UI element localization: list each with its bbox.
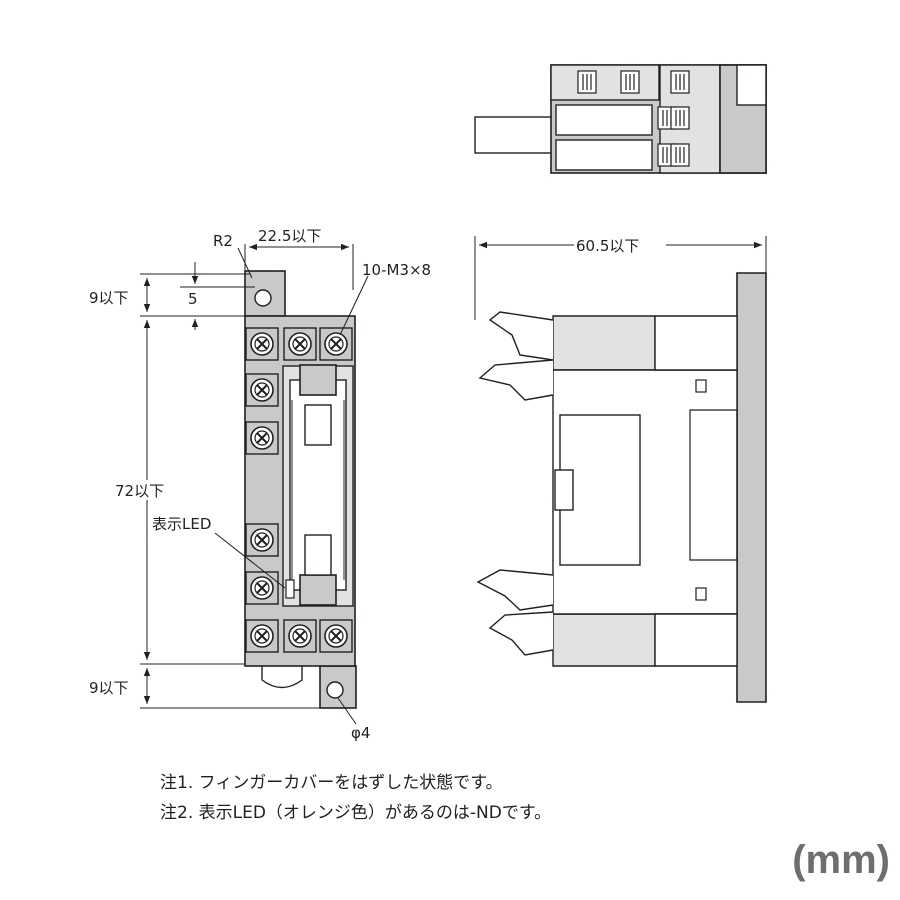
note-1: 注1. フィンガーカバーをはずした状態です。 [160,773,503,793]
screw-label: 10-M3×8 [362,261,431,279]
width-label: 22.5以下 [258,227,321,245]
front-view [244,270,357,709]
height-label: 72以下 [115,482,164,500]
top-margin-label: 9以下 [89,289,129,307]
depth-label: 60.5以下 [576,237,639,255]
unit-label: (mm) [792,838,890,882]
top-view [474,64,767,174]
hole-offset-label: 5 [188,290,198,308]
radius-label: R2 [213,232,233,250]
led-label: 表示LED [152,515,211,533]
hole-label: φ4 [351,724,370,742]
side-view [476,272,767,703]
bottom-margin-label: 9以下 [89,679,129,697]
note-2: 注2. 表示LED（オレンジ色）があるのは-NDです。 [160,803,552,823]
